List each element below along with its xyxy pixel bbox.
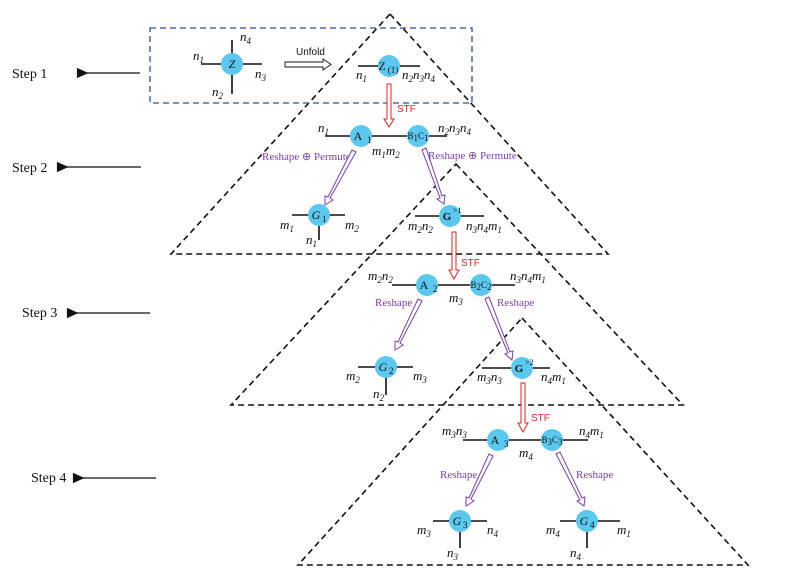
tensor-z1: Z (1) [358,55,420,77]
label-n3-step1: n3 [255,66,267,83]
label-n3n4m1-b2c2: n3n4m1 [510,268,546,285]
stf-arrow-3 [517,382,529,434]
step-4-label: Step 4 [31,471,66,486]
label-n1-step1: n1 [193,48,204,65]
stf-arrow-1 [383,83,395,128]
reshape-label-4-right: Reshape [576,469,613,481]
step-3-label: Step 3 [22,306,57,321]
tensor-b2c2: B2C2 [470,274,492,296]
reshape-arrow-2-left [324,149,357,206]
label-n3-g3: n3 [447,545,459,562]
label-n1-a1: n1 [318,120,329,137]
svg-text:Z: Z [229,57,236,71]
label-m1-g1: m1 [280,217,294,234]
svg-text:Z: Z [378,59,385,73]
tensor-b3c3: B3C3 [541,429,563,451]
label-m3-g3: m3 [417,522,431,539]
svg-text:G: G [443,211,452,223]
label-n4m1-g2: n4m1 [541,369,566,386]
svg-text:G: G [312,208,321,222]
tensor-z: Z [201,40,262,94]
tensor-a3: A 3 [463,429,588,451]
svg-text:A: A [420,278,429,292]
reshape-label-4-left: Reshape [440,469,477,481]
svg-text:A: A [491,433,500,447]
step-1-label: Step 1 [12,67,47,82]
reshape-label-3-left: Reshape [375,297,412,309]
triangle-step-1-2 [169,12,610,255]
reshape-permute-label-left: Reshape ⊕ Permute [262,151,351,163]
svg-text:G: G [379,360,388,374]
triangle-step-3-4 [296,316,750,566]
reshape-arrow-3-left [394,298,423,351]
label-n1-z1: n1 [356,67,367,84]
svg-text:G: G [580,514,589,528]
label-n2n3n4-b1c1: n2n3n4 [438,120,472,137]
stf-arrow-2 [448,231,460,281]
label-n4-step1: n4 [240,29,252,46]
tensor-g-gt1: G >1 [415,205,484,227]
label-n4-g4: n4 [570,545,582,562]
label-n4m1-b3c3: n4m1 [579,423,604,440]
svg-text:2: 2 [389,366,394,376]
svg-text:A: A [354,129,363,143]
label-m2n2: m2n2 [408,218,433,235]
svg-text:G: G [453,514,462,528]
label-n2-g2: n2 [373,386,385,403]
label-n4-g3: n4 [487,522,499,539]
svg-text:3: 3 [463,520,468,530]
svg-text:B2C2: B2C2 [470,280,491,292]
reshape-arrow-4-right [555,451,586,507]
svg-text:>1: >1 [453,206,462,215]
tensor-g2: G 2 [358,356,413,395]
svg-text:1: 1 [322,214,327,224]
reshape-arrow-4-left [465,453,494,507]
label-m4-g4: m4 [546,522,560,539]
svg-text:1: 1 [367,135,372,145]
label-m3: m3 [449,290,463,307]
tensor-g1: G 1 [292,204,345,240]
reshape-arrow-2-right [421,147,446,205]
label-m2-g1: m2 [345,217,359,234]
unfold-label: Unfold [296,47,325,58]
svg-text:B1C1: B1C1 [407,131,428,143]
tensor-g-gt2: G >2 [482,357,550,379]
svg-text:2: 2 [433,284,438,294]
label-m4: m4 [519,445,533,462]
tensor-a2: A 2 [392,274,515,296]
svg-text:4: 4 [590,520,595,530]
label-m3n3-a3: m3n3 [442,423,467,440]
label-m1-g4: m1 [617,522,631,539]
svg-text:G: G [515,363,524,375]
tensor-b1c1: B1C1 [407,125,429,147]
svg-text:B3C3: B3C3 [541,435,563,447]
unfold-arrow [284,58,332,71]
label-n1-g1: n1 [306,232,317,249]
step-2-label: Step 2 [12,161,47,176]
tensor-g3: G 3 [433,510,487,548]
label-n2n3n4-z1: n2n3n4 [402,67,436,84]
svg-text:>2: >2 [525,358,534,367]
label-n2-step1: n2 [212,84,224,101]
label-m2n2-a2: m2n2 [368,268,393,285]
triangle-step-2-3 [229,162,685,406]
reshape-arrow-3-right [484,296,514,361]
stf-label-3: STF [531,413,550,424]
step-1-box [149,27,473,104]
label-m3-g2: m3 [413,368,427,385]
stf-label-1: STF [397,104,416,115]
svg-text:3: 3 [504,439,509,449]
label-m3n3: m3n3 [477,369,502,386]
stf-label-2: STF [461,258,480,269]
label-m1m2: m1m2 [372,143,400,160]
label-m2-g2: m2 [346,368,360,385]
reshape-label-3-right: Reshape [497,297,534,309]
tensor-g4: G 4 [560,510,620,548]
label-n3n4m1-g1: n3n4m1 [466,218,502,235]
reshape-permute-label-right: Reshape ⊕ Permute [428,150,517,162]
svg-text:(1): (1) [388,65,399,75]
